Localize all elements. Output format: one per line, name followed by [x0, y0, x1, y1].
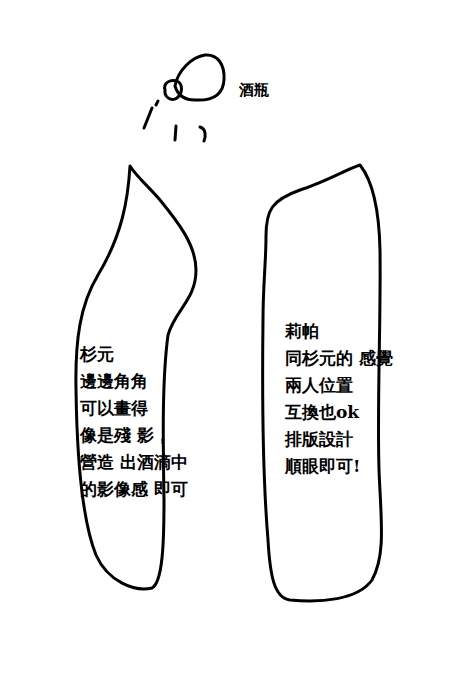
figure-outline: 杉元邊邊角角 可以畫得 像是殘 影，營造 出酒滴中 的影像感 即可	[68, 158, 208, 603]
drop-stroke	[200, 127, 205, 141]
drop-stroke	[144, 108, 152, 128]
drop-stroke	[175, 126, 176, 140]
drop-stroke	[156, 101, 158, 105]
bottle-neck	[165, 80, 182, 99]
character-name: 杉元	[80, 341, 190, 368]
character-name: 莉帕	[285, 318, 395, 345]
blob-outline-path	[76, 166, 196, 589]
bottle-body	[175, 55, 224, 100]
note-text: 邊邊角角 可以畫得 像是殘 影，營造 出酒滴中 的影像感 即可	[80, 368, 190, 503]
note-text: 同杉元的 感覺 兩人位置 互換也ok 排版設計 順眼即可!	[285, 345, 395, 480]
part-label: 酒瓶	[239, 80, 269, 100]
figure-outline: 莉帕同杉元的 感覺 兩人位置 互換也ok 排版設計 順眼即可!	[255, 158, 392, 608]
